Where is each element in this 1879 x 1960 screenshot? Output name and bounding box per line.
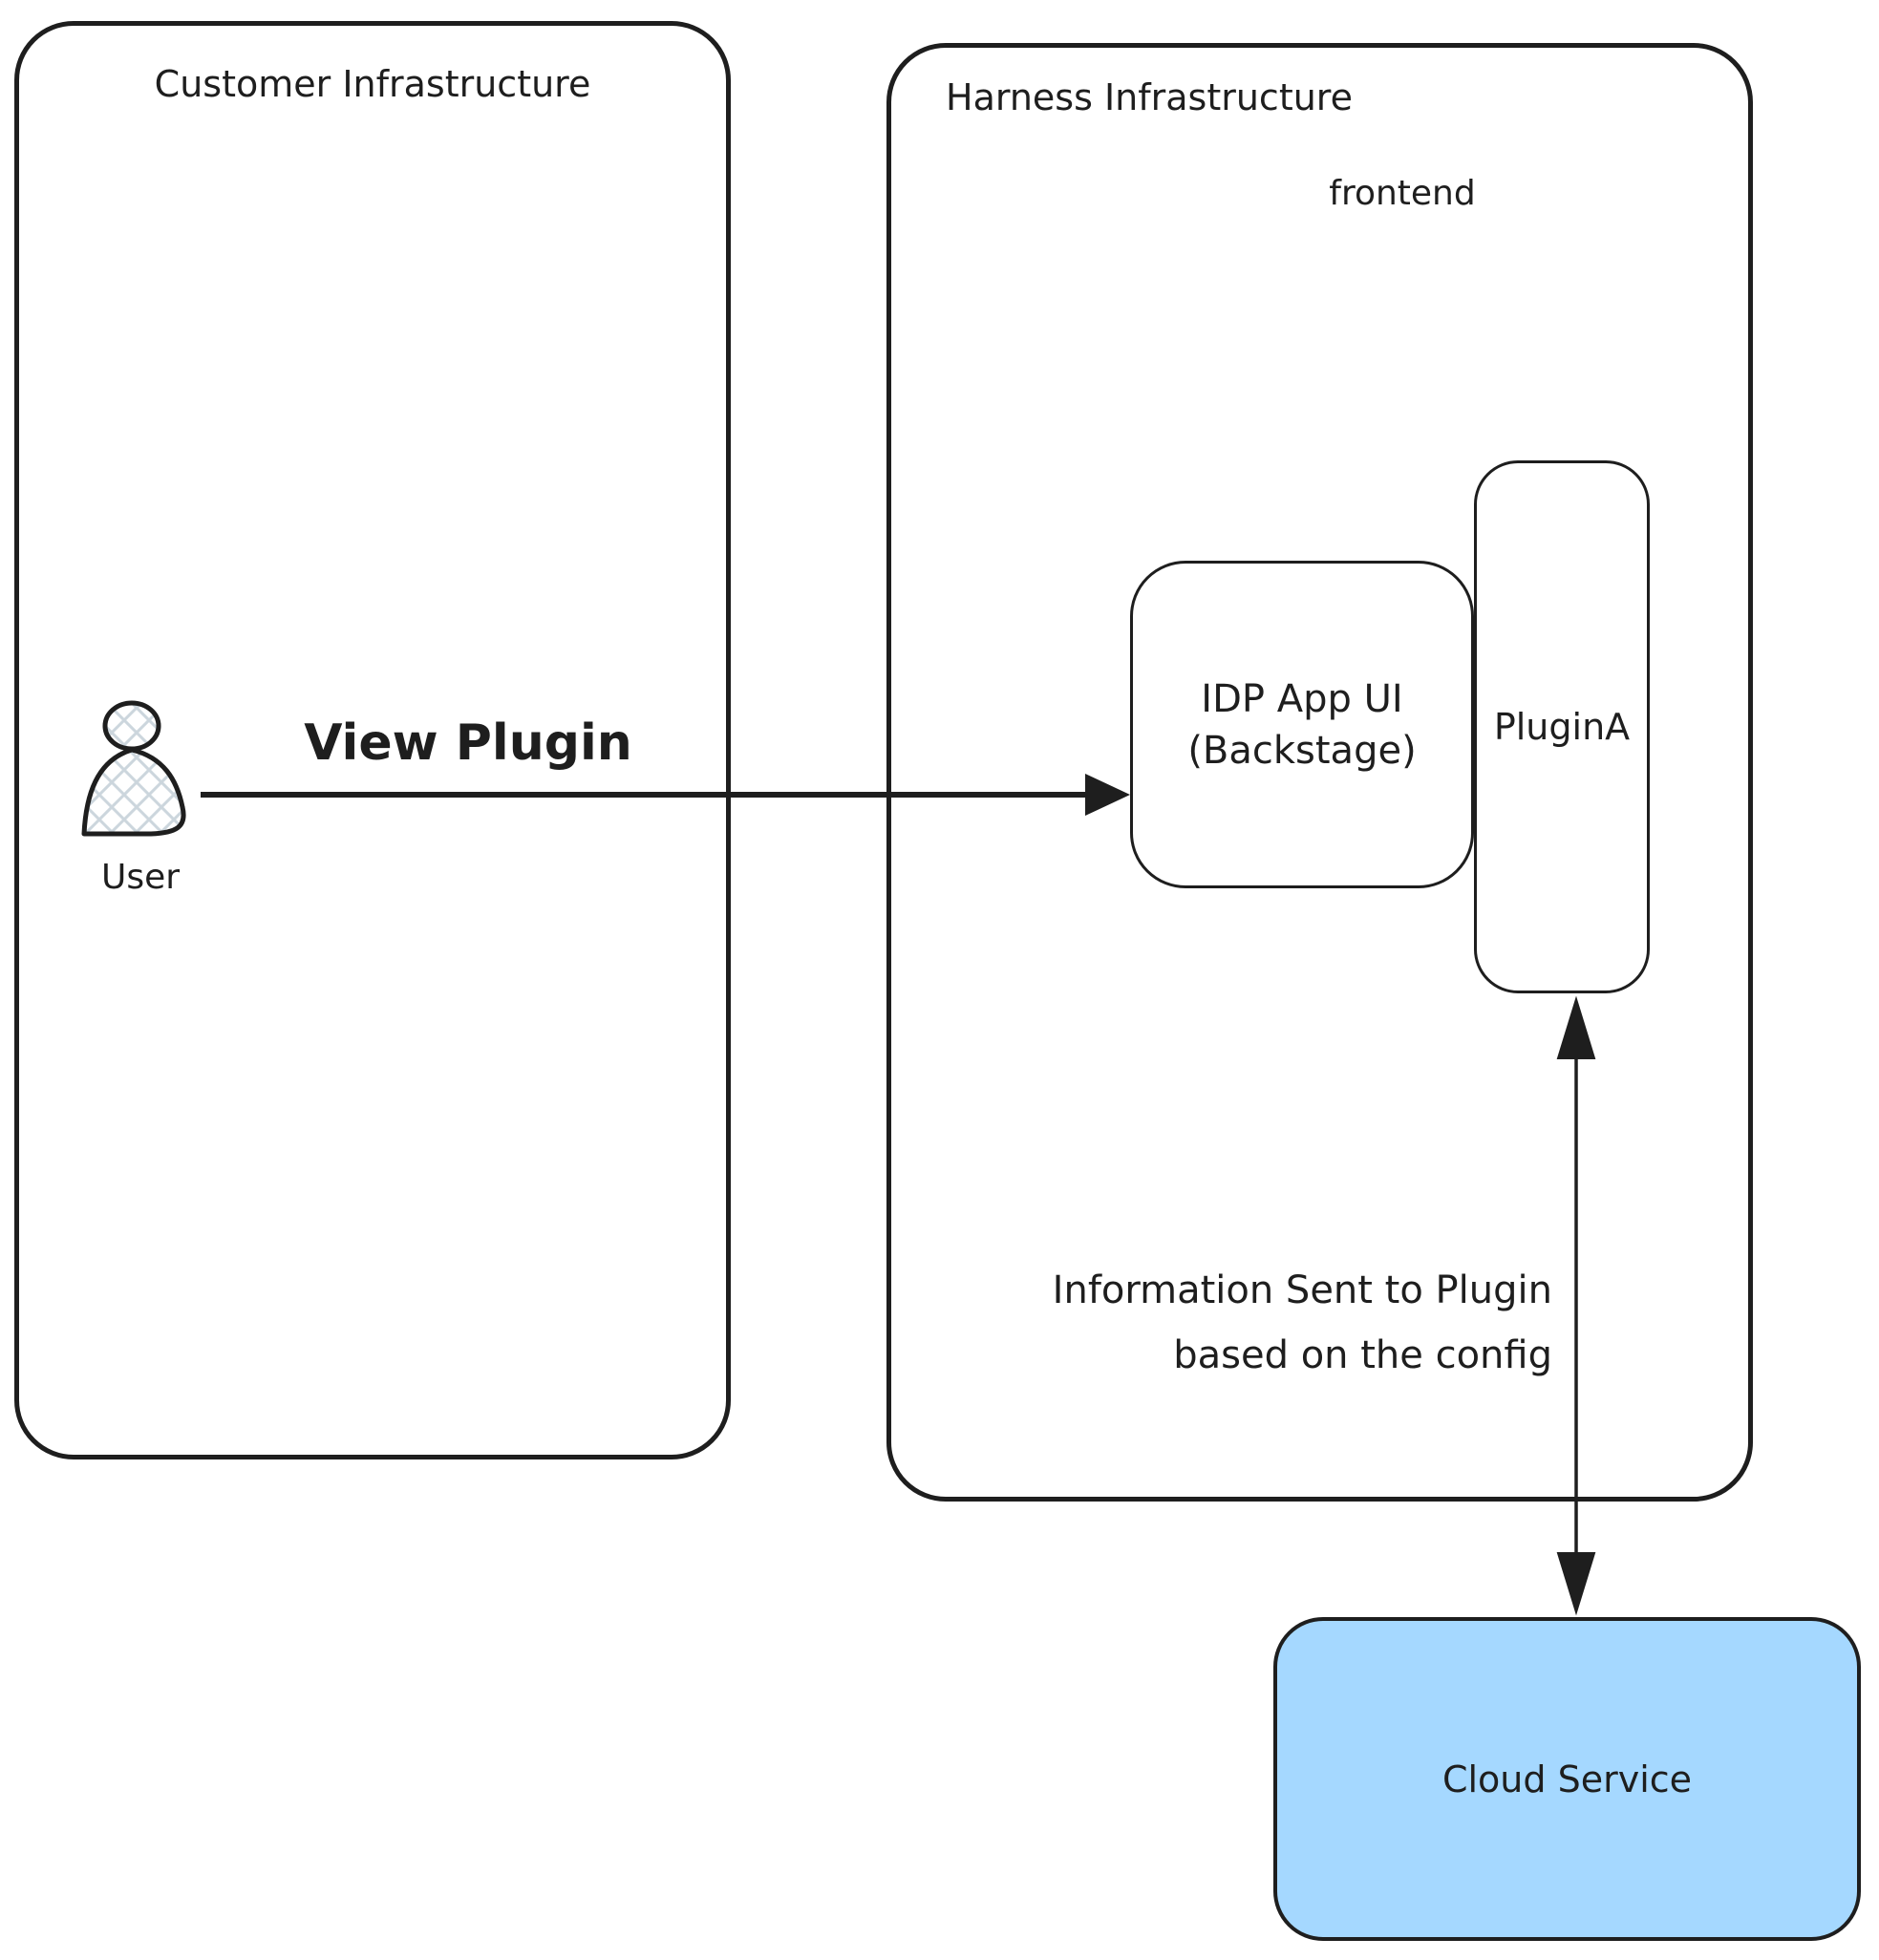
info-sent-label-line1: Information Sent to Plugin — [1052, 1268, 1552, 1312]
frontend-label: frontend — [1329, 174, 1476, 213]
info-sent-label-line2: based on the config — [1173, 1333, 1552, 1377]
cloud-service-label: Cloud Service — [1441, 1758, 1693, 1800]
idp-app-ui-label: IDP App UI (Backstage) — [1187, 673, 1416, 777]
idp-app-ui-label-line1: IDP App UI — [1201, 676, 1403, 721]
cloud-service-node: Cloud Service — [1273, 1617, 1861, 1941]
plugin-a-label: PluginA — [1493, 706, 1631, 748]
idp-app-ui-label-line2: (Backstage) — [1187, 728, 1417, 773]
harness-infrastructure-title: Harness Infrastructure — [946, 76, 1353, 118]
view-plugin-edge-label: View Plugin — [304, 714, 632, 772]
customer-infrastructure-title: Customer Infrastructure — [154, 63, 591, 105]
idp-app-ui-node: IDP App UI (Backstage) — [1130, 561, 1474, 888]
plugin-a-node: PluginA — [1474, 460, 1650, 993]
user-label: User — [100, 858, 181, 897]
